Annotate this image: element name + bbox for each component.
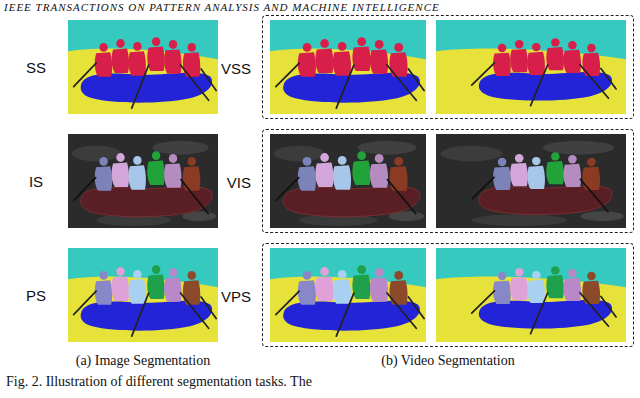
ss-image <box>68 20 218 114</box>
dashed-group-box: VIS <box>262 129 634 233</box>
vps-frame <box>436 248 626 342</box>
dashed-group-box: VSS <box>262 15 634 119</box>
task-label: VSS <box>221 60 251 77</box>
task-label: PS <box>26 287 46 304</box>
ps-image <box>68 248 218 342</box>
vps-frame <box>270 248 426 342</box>
is-image <box>68 134 218 228</box>
task-label: SS <box>26 59 46 76</box>
dashed-group-box: VPS <box>262 243 634 347</box>
task-label: VPS <box>221 288 251 305</box>
subfigure-caption: (b) Video Segmentation <box>381 353 514 369</box>
vis-frame <box>270 134 426 228</box>
vss-frame <box>436 20 626 114</box>
figure-caption: Fig. 2. Illustration of different segmen… <box>6 374 312 390</box>
vss-frame <box>270 20 426 114</box>
subfigure-caption: (a) Image Segmentation <box>76 353 211 369</box>
task-label: VIS <box>227 174 251 191</box>
vis-frame <box>436 134 626 228</box>
running-header: IEEE TRANSACTIONS ON PATTERN ANALYSIS AN… <box>4 1 440 13</box>
task-label: IS <box>29 173 43 190</box>
